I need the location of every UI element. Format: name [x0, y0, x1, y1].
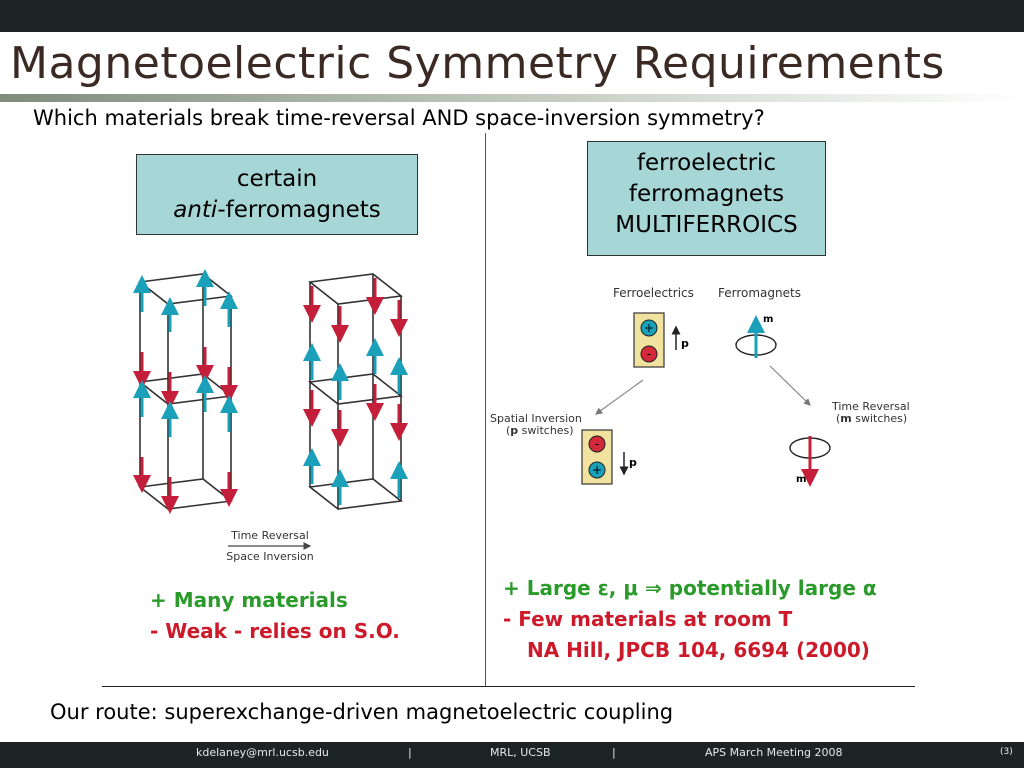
ferromagnet-bottom — [789, 436, 831, 487]
p-switches-label: (p switches) — [506, 424, 574, 437]
plus-charge: + — [644, 321, 654, 335]
antiferromagnets-box: certain anti-ferromagnets — [136, 154, 418, 235]
cell-left-spins — [133, 269, 238, 514]
slide-subtitle: Which materials break time-reversal AND … — [33, 106, 765, 130]
spatial-inversion-arrow — [595, 379, 644, 415]
footer-org: MRL, UCSB — [490, 746, 551, 759]
antiferromagnets-line2: anti-ferromagnets — [137, 195, 417, 226]
multiferroic-con: - Few materials at room T — [503, 607, 793, 631]
multiferroic-symmetry-figure: Ferroelectrics Ferromagnets + - p m Spat… — [490, 286, 910, 487]
ferromagnets-label: Ferromagnets — [718, 286, 801, 300]
column-divider — [485, 133, 486, 686]
footer-separator-2: | — [612, 746, 616, 759]
ferroelectrics-label: Ferroelectrics — [613, 286, 694, 300]
cell-right-spins — [303, 278, 408, 505]
footer-email: kdelaney@mrl.ucsb.edu — [196, 746, 329, 759]
minus-charge-bottom: - — [595, 437, 599, 451]
footer-separator-1: | — [408, 746, 412, 759]
time-reversal-arrow — [769, 365, 811, 406]
multiferroics-box: ferroelectric ferromagnets MULTIFERROICS — [587, 141, 826, 256]
top-bar — [0, 0, 1024, 32]
multiferroics-line2: ferromagnets — [628, 181, 785, 207]
antiferromagnet-pro: + Many materials — [150, 588, 348, 612]
space-inversion-label: Space Inversion — [226, 550, 314, 563]
ferroelectric-cell-bottom: - + — [581, 429, 613, 485]
antiferromagnets-line1: certain — [236, 166, 318, 192]
m-label-top: m — [763, 314, 773, 325]
footer-bar: kdelaney@mrl.ucsb.edu | MRL, UCSB | APS … — [0, 742, 1024, 768]
ferromagnets-suffix: -ferromagnets — [217, 197, 381, 223]
reference: NA Hill, JPCB 104, 6694 (2000) — [527, 638, 870, 662]
antiferromagnet-con: - Weak - relies on S.O. — [150, 619, 400, 643]
p-label-bottom: p — [629, 456, 637, 469]
spatial-inversion-label: Spatial Inversion — [490, 412, 582, 425]
footer-event: APS March Meeting 2008 — [705, 746, 843, 759]
multiferroics-line3: MULTIFERROICS — [615, 212, 798, 238]
antiferromagnet-notes: + Many materials - Weak - relies on S.O. — [150, 585, 400, 647]
p-label-top: p — [681, 337, 689, 350]
plus-charge-bottom: + — [592, 463, 602, 477]
time-reversal-label: Time Reversal — [230, 529, 309, 542]
antiferromagnet-cells-figure: Time Reversal Space Inversion — [133, 269, 408, 563]
multiferroic-pro: + Large ε, μ ⇒ potentially large α — [503, 576, 877, 600]
cell-left — [138, 273, 233, 510]
cell-right — [308, 273, 403, 510]
route-statement: Our route: superexchange-driven magnetoe… — [50, 700, 674, 724]
anti-prefix: anti — [173, 197, 218, 223]
multiferroics-line1: ferroelectric — [636, 150, 777, 176]
m-switches-label: (m switches) — [836, 412, 907, 425]
time-reversal-fig-label: Time Reversal — [831, 400, 910, 413]
ferroelectric-cell-top: + - — [633, 312, 665, 368]
m-label-bottom: m — [796, 474, 806, 485]
slide-title: Magnetoelectric Symmetry Requirements — [10, 38, 945, 89]
title-underline — [0, 94, 1024, 102]
multiferroic-notes: + Large ε, μ ⇒ potentially large α - Few… — [503, 573, 877, 666]
route-divider — [102, 686, 915, 687]
minus-charge: - — [647, 347, 651, 361]
ferromagnet-top — [735, 315, 777, 358]
footer-page-number: (3) — [1000, 747, 1013, 757]
